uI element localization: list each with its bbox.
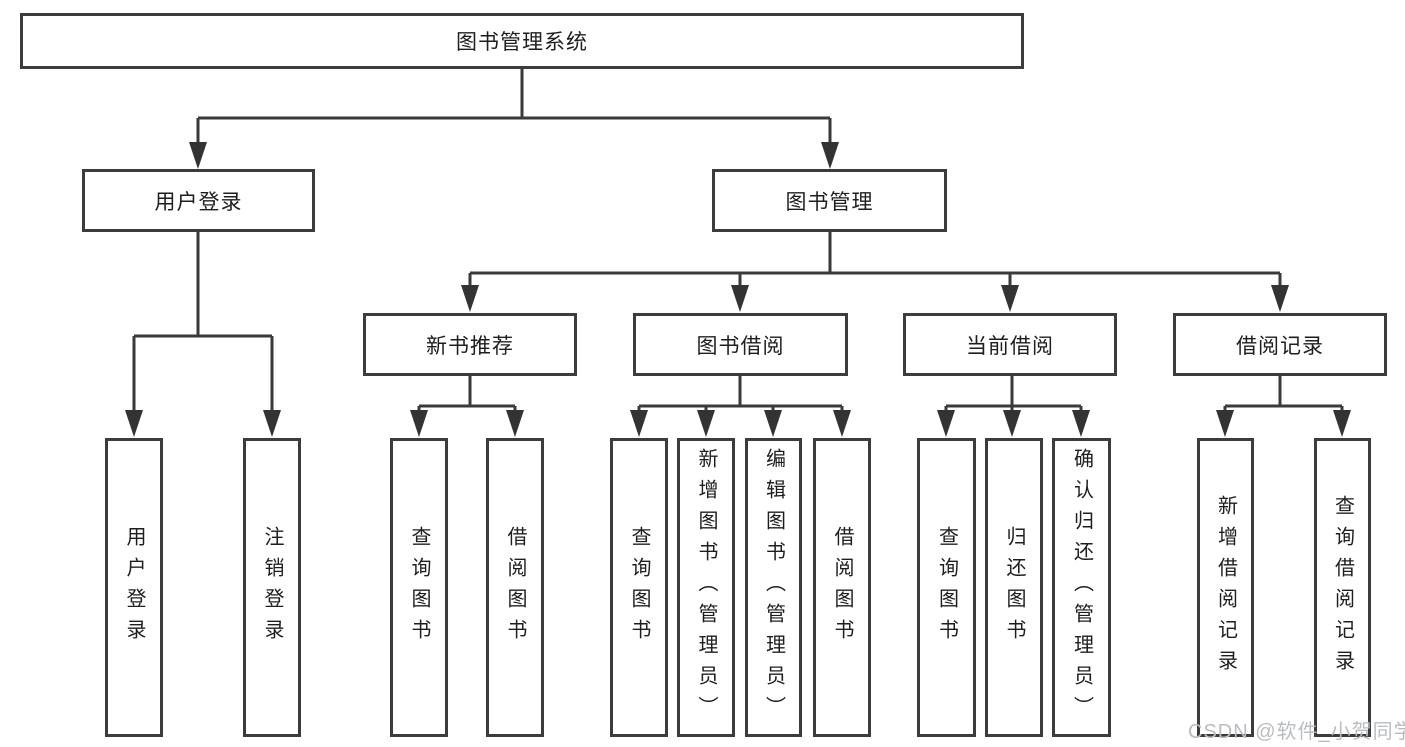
arrowhead <box>1333 410 1351 437</box>
node-leaf-borrow-books-2: 借阅图书 <box>813 438 871 737</box>
node-book-borrowing: 图书借阅 <box>633 313 848 376</box>
node-leaf-query-books-2: 查询图书 <box>610 438 668 737</box>
node-label: 用户登录 <box>123 525 145 650</box>
watermark-text: CSDN @软件_小贺同学 <box>1188 721 1405 743</box>
node-leaf-edit-books-admin: 编辑图书（管理员） <box>745 438 802 737</box>
arrowhead <box>1001 285 1019 312</box>
node-label: 新增借阅记录 <box>1214 494 1237 681</box>
node-label: 借阅图书 <box>504 525 526 650</box>
node-new-book-recommend: 新书推荐 <box>363 313 577 376</box>
node-label: 归还图书 <box>1003 525 1025 650</box>
node-library-management-system: 图书管理系统 <box>20 13 1024 69</box>
node-leaf-return-books: 归还图书 <box>985 438 1043 737</box>
connector-new-book-branch <box>417 376 517 412</box>
arrowhead <box>1072 410 1090 437</box>
node-leaf-user-login: 用户登录 <box>105 438 163 737</box>
connector-book-borrowing-branch <box>637 376 844 412</box>
node-label: 查询图书 <box>408 525 430 650</box>
arrowhead <box>263 410 281 437</box>
arrowhead <box>1216 410 1234 437</box>
arrowhead <box>697 410 715 437</box>
node-label: 图书借阅 <box>696 334 785 358</box>
node-leaf-query-borrow-record: 查询借阅记录 <box>1314 438 1371 737</box>
node-label: 借阅记录 <box>1236 334 1324 358</box>
node-label: 新增图书（管理员） <box>695 448 717 727</box>
node-label: 编辑图书（管理员） <box>762 448 785 727</box>
node-leaf-confirm-return-admin: 确认归还（管理员） <box>1052 438 1111 737</box>
node-leaf-query-books-3: 查询图书 <box>917 438 976 737</box>
node-label: 查询图书 <box>628 525 650 650</box>
node-user-login: 用户登录 <box>82 169 315 232</box>
arrowhead <box>731 285 749 312</box>
node-label: 图书管理系统 <box>456 31 588 54</box>
node-label: 当前借阅 <box>966 334 1054 358</box>
arrowhead <box>630 410 648 437</box>
arrowhead <box>937 410 955 437</box>
node-leaf-add-books-admin: 新增图书（管理员） <box>677 438 735 737</box>
node-leaf-logout: 注销登录 <box>243 438 301 737</box>
node-leaf-query-books-1: 查询图书 <box>390 438 448 737</box>
arrowhead <box>1271 285 1289 312</box>
node-label: 注销登录 <box>261 525 283 650</box>
node-label: 查询借阅记录 <box>1331 494 1354 681</box>
arrowheads <box>125 142 1351 437</box>
connector-user-login-branch <box>132 232 274 412</box>
arrowhead <box>461 285 479 312</box>
node-leaf-borrow-books-1: 借阅图书 <box>486 438 544 737</box>
arrowhead <box>506 410 524 437</box>
connector-root-branch <box>196 69 832 144</box>
node-book-management: 图书管理 <box>712 169 947 232</box>
node-label: 图书管理 <box>785 190 874 214</box>
arrowhead <box>821 142 839 169</box>
node-label: 用户登录 <box>154 190 243 214</box>
arrowhead <box>833 410 851 437</box>
connector-borrowing-records-branch <box>1223 376 1344 412</box>
node-borrowing-records: 借阅记录 <box>1173 313 1387 376</box>
node-label: 借阅图书 <box>831 525 853 650</box>
arrowhead <box>125 410 143 437</box>
connector-book-management-branch <box>468 232 1282 287</box>
arrowhead <box>189 142 207 169</box>
node-label: 查询图书 <box>935 525 958 650</box>
arrowhead <box>1003 410 1021 437</box>
node-leaf-add-borrow-record: 新增借阅记录 <box>1197 438 1254 737</box>
arrowhead <box>764 410 782 437</box>
connector-current-borrowing-branch <box>944 376 1083 412</box>
node-current-borrowing: 当前借阅 <box>903 313 1117 376</box>
node-label: 确认归还（管理员） <box>1070 448 1093 727</box>
arrowhead <box>410 410 428 437</box>
node-label: 新书推荐 <box>426 334 514 358</box>
